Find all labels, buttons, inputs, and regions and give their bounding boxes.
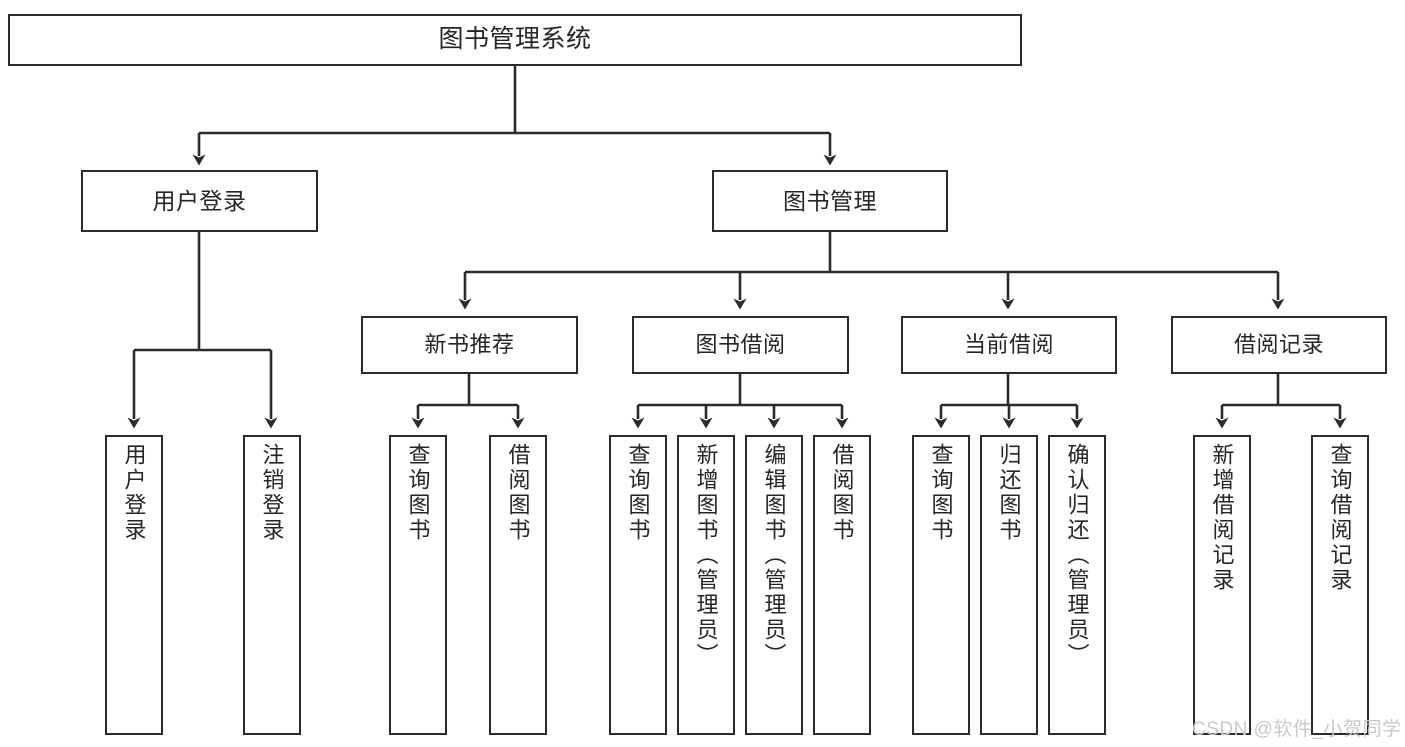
node-current-borrow[interactable]: 当前借阅 bbox=[901, 316, 1117, 374]
node-label: 图书借阅 bbox=[695, 332, 786, 358]
node-label: 查询图书 bbox=[405, 443, 431, 543]
node-label: 图书管理系统 bbox=[438, 25, 592, 54]
node-leaf-query-book-current[interactable]: 查询图书 bbox=[912, 435, 970, 735]
node-label: 借阅图书 bbox=[505, 443, 531, 543]
node-label: 借阅图书 bbox=[829, 443, 855, 543]
node-label: 新增图书（管理员） bbox=[693, 443, 719, 668]
node-new-book-recommend[interactable]: 新书推荐 bbox=[361, 316, 578, 374]
node-leaf-query-borrow-record[interactable]: 查询借阅记录 bbox=[1311, 435, 1369, 735]
node-leaf-logout-login[interactable]: 注销登录 bbox=[243, 435, 301, 735]
node-leaf-edit-book[interactable]: 编辑图书（管理员） bbox=[745, 435, 803, 735]
node-label: 用户登录 bbox=[121, 443, 147, 543]
node-book-management[interactable]: 图书管理 bbox=[712, 170, 948, 232]
node-leaf-query-book-recommend[interactable]: 查询图书 bbox=[389, 435, 447, 735]
node-label: 图书管理 bbox=[783, 187, 877, 214]
node-book-borrow[interactable]: 图书借阅 bbox=[632, 316, 849, 374]
node-label: 查询图书 bbox=[625, 443, 651, 543]
node-label: 当前借阅 bbox=[963, 332, 1054, 358]
node-label: 查询图书 bbox=[928, 443, 954, 543]
node-book-management-system[interactable]: 图书管理系统 bbox=[8, 14, 1022, 66]
node-leaf-borrow-book[interactable]: 借阅图书 bbox=[813, 435, 871, 735]
node-label: 查询借阅记录 bbox=[1327, 443, 1353, 593]
node-label: 用户登录 bbox=[152, 187, 247, 214]
node-borrow-record[interactable]: 借阅记录 bbox=[1171, 316, 1387, 374]
node-leaf-return-book[interactable]: 归还图书 bbox=[980, 435, 1038, 735]
node-leaf-add-book[interactable]: 新增图书（管理员） bbox=[677, 435, 735, 735]
node-label: 归还图书 bbox=[996, 443, 1022, 543]
node-label: 确认归还（管理员） bbox=[1064, 443, 1090, 668]
node-leaf-user-login[interactable]: 用户登录 bbox=[105, 435, 163, 735]
node-label: 编辑图书（管理员） bbox=[761, 443, 787, 668]
node-leaf-query-book-borrow[interactable]: 查询图书 bbox=[609, 435, 667, 735]
node-leaf-borrow-book-recommend[interactable]: 借阅图书 bbox=[489, 435, 547, 735]
node-label: 新增借阅记录 bbox=[1209, 443, 1235, 593]
csdn-watermark: CSDN @软件_小贺同学 bbox=[1192, 719, 1402, 740]
node-label: 借阅记录 bbox=[1233, 332, 1324, 358]
node-leaf-confirm-return[interactable]: 确认归还（管理员） bbox=[1048, 435, 1106, 735]
node-label: 注销登录 bbox=[259, 443, 285, 543]
node-user-login[interactable]: 用户登录 bbox=[81, 170, 318, 232]
node-label: 新书推荐 bbox=[424, 332, 515, 358]
node-leaf-add-borrow-record[interactable]: 新增借阅记录 bbox=[1193, 435, 1251, 735]
